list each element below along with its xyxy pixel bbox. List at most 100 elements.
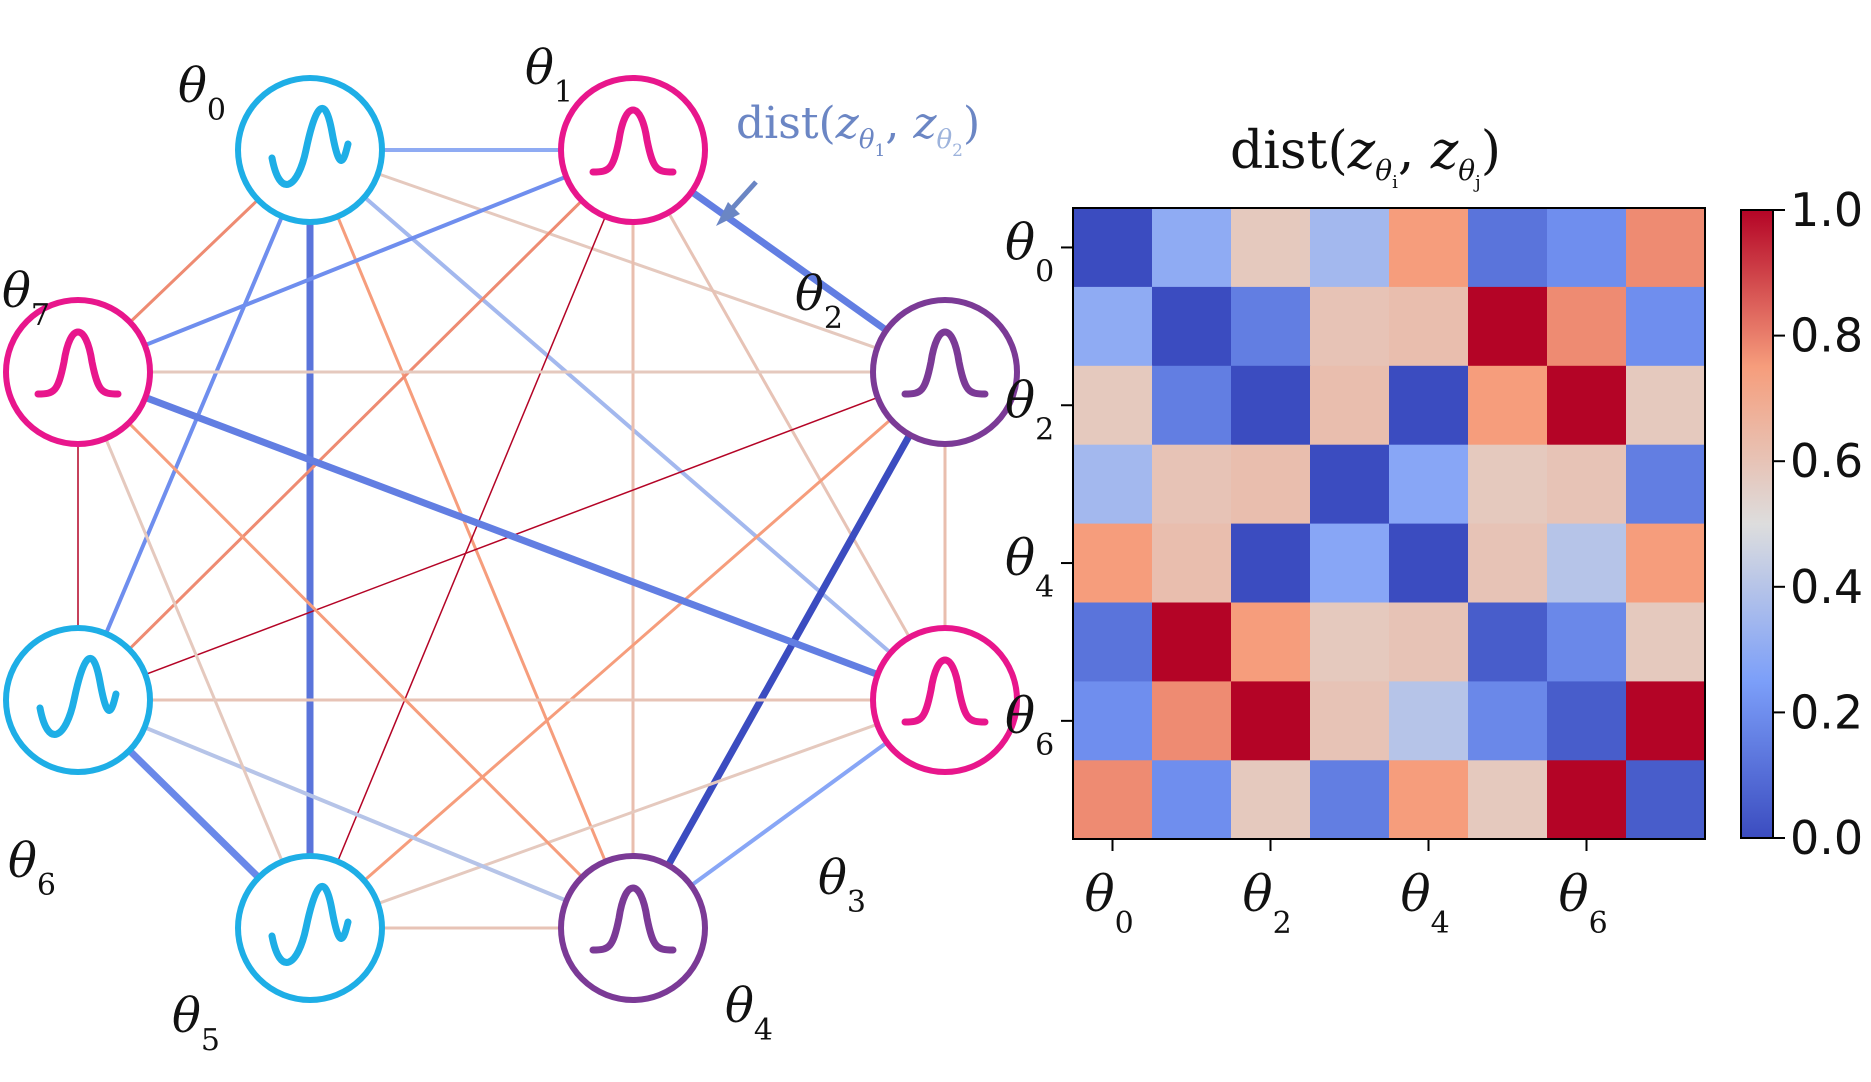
graph-edge-3-5 bbox=[309, 698, 946, 930]
colorbar-tick-label: 1.0 bbox=[1790, 183, 1863, 237]
graph-edge-0-3 bbox=[308, 148, 947, 702]
heatmap-cell-5-4 bbox=[1389, 602, 1469, 682]
colorbar bbox=[1741, 210, 1773, 838]
heatmap-cell-2-7 bbox=[1626, 365, 1706, 446]
graph-edge-0-6 bbox=[76, 149, 312, 701]
graph-edge-2-5 bbox=[309, 370, 946, 930]
bump-curve-icon bbox=[589, 106, 677, 176]
bump-curve-icon bbox=[589, 884, 677, 954]
heatmap-cell-4-3 bbox=[1310, 523, 1390, 604]
heatmap-cell-0-5 bbox=[1468, 208, 1548, 288]
heatmap-cell-3-6 bbox=[1547, 444, 1627, 525]
heatmap-cell-7-1 bbox=[1152, 760, 1232, 840]
heatmap-cell-4-4 bbox=[1389, 523, 1469, 604]
heatmap-x-axis: θ0 θ2 θ4 θ6 bbox=[1085, 839, 1608, 941]
heatmap-cell-0-2 bbox=[1231, 208, 1311, 288]
heatmap-cell-2-5 bbox=[1468, 365, 1548, 446]
annotation-label: dist(zθ1, zθ2) bbox=[736, 98, 980, 161]
heatmap-cell-0-4 bbox=[1389, 208, 1469, 288]
colorbar-tick-label: 0.6 bbox=[1790, 434, 1863, 488]
graph-edge-4-7 bbox=[76, 370, 635, 930]
heatmap-cell-7-6 bbox=[1547, 760, 1627, 840]
heatmap-cell-3-2 bbox=[1231, 444, 1311, 525]
node-circle bbox=[3, 297, 153, 447]
heatmap-cell-1-5 bbox=[1468, 286, 1548, 367]
heatmap-cell-1-3 bbox=[1310, 286, 1390, 367]
node-label-4: θ4 bbox=[725, 978, 773, 1048]
heatmap-cell-4-7 bbox=[1626, 523, 1706, 604]
x-tick-label: θ2 bbox=[1243, 865, 1292, 941]
heatmap-cell-5-0 bbox=[1073, 602, 1153, 682]
bump-curve-icon bbox=[901, 328, 989, 398]
node-circle bbox=[235, 853, 385, 1003]
heatmap-frame bbox=[1072, 207, 1706, 840]
colorbar-tick-label: 0.4 bbox=[1790, 560, 1863, 614]
node-circle bbox=[870, 625, 1020, 775]
node-label-5: θ5 bbox=[172, 988, 220, 1058]
heatmap-cell-3-0 bbox=[1073, 444, 1153, 525]
heatmap-cell-4-0 bbox=[1073, 523, 1153, 604]
colorbar-tick-label: 0.2 bbox=[1790, 685, 1863, 739]
x-tick-label: θ0 bbox=[1085, 865, 1134, 941]
colorbar-frame bbox=[1740, 209, 1774, 839]
graph-edge-5-7 bbox=[76, 371, 312, 929]
y-tick-label: θ0 bbox=[1005, 213, 1054, 289]
heatmap-cell-6-2 bbox=[1231, 681, 1311, 761]
node-label-7: θ7 bbox=[2, 263, 50, 333]
graph-edge-1-6 bbox=[76, 148, 635, 702]
graph-edge-1-3 bbox=[631, 149, 947, 701]
heatmap-cell-2-6 bbox=[1547, 365, 1627, 446]
heatmap-cell-6-1 bbox=[1152, 681, 1232, 761]
node-circle bbox=[558, 75, 708, 225]
x-tick-label: θ6 bbox=[1559, 865, 1608, 941]
node-label-2: θ2 bbox=[795, 266, 843, 336]
sine-wave-icon bbox=[268, 104, 352, 188]
heatmap-cell-7-2 bbox=[1231, 760, 1311, 840]
heatmap-cell-5-5 bbox=[1468, 602, 1548, 682]
graph-node-6: θ6 bbox=[3, 625, 153, 903]
y-tick-label: θ2 bbox=[1005, 371, 1054, 447]
heatmap-cell-3-5 bbox=[1468, 444, 1548, 525]
graph-edge-1-5 bbox=[309, 149, 634, 929]
bump-curve-icon bbox=[901, 656, 989, 726]
heatmap-cell-6-7 bbox=[1626, 681, 1706, 761]
sine-wave-icon bbox=[36, 654, 120, 738]
graph-node-2: θ2 bbox=[795, 266, 1020, 447]
y-tick-label: θ6 bbox=[1005, 687, 1054, 763]
sine-wave-icon bbox=[268, 882, 352, 966]
heatmap-cell-4-1 bbox=[1152, 523, 1232, 604]
bump-curve-icon bbox=[34, 328, 122, 398]
heatmap-cell-1-1 bbox=[1152, 286, 1232, 367]
heatmap-cell-4-2 bbox=[1231, 523, 1311, 604]
heatmap-cell-3-4 bbox=[1389, 444, 1469, 525]
heatmap-title: dist(zθi, zθj) bbox=[1230, 121, 1501, 193]
heatmap-cell-1-0 bbox=[1073, 286, 1153, 367]
node-circle bbox=[235, 75, 385, 225]
heatmap-cell-6-3 bbox=[1310, 681, 1390, 761]
node-circle bbox=[558, 853, 708, 1003]
graph-edge-1-7 bbox=[77, 148, 634, 374]
heatmap-cell-4-6 bbox=[1547, 523, 1627, 604]
heatmap-cell-3-1 bbox=[1152, 444, 1232, 525]
heatmap-cells bbox=[1073, 208, 1706, 840]
node-circle bbox=[870, 297, 1020, 447]
heatmap-cell-1-7 bbox=[1626, 286, 1706, 367]
heatmap-cell-5-1 bbox=[1152, 602, 1232, 682]
heatmap-cell-6-4 bbox=[1389, 681, 1469, 761]
heatmap-cell-1-6 bbox=[1547, 286, 1627, 367]
graph-node-1: θ1 bbox=[525, 40, 708, 225]
heatmap-cell-1-2 bbox=[1231, 286, 1311, 367]
colorbar-tick-label: 0.8 bbox=[1790, 309, 1863, 363]
graph-edge-2-4 bbox=[629, 370, 949, 930]
node-label-6: θ6 bbox=[8, 833, 56, 903]
heatmap-cell-7-4 bbox=[1389, 760, 1469, 840]
node-label-3: θ3 bbox=[818, 850, 866, 920]
x-tick-label: θ4 bbox=[1401, 865, 1450, 941]
heatmap-cell-4-5 bbox=[1468, 523, 1548, 604]
heatmap-cell-0-0 bbox=[1073, 208, 1153, 288]
colorbar-axis: 0.00.20.40.60.81.0 bbox=[1773, 183, 1863, 865]
graph-edge-4-6 bbox=[77, 698, 634, 930]
